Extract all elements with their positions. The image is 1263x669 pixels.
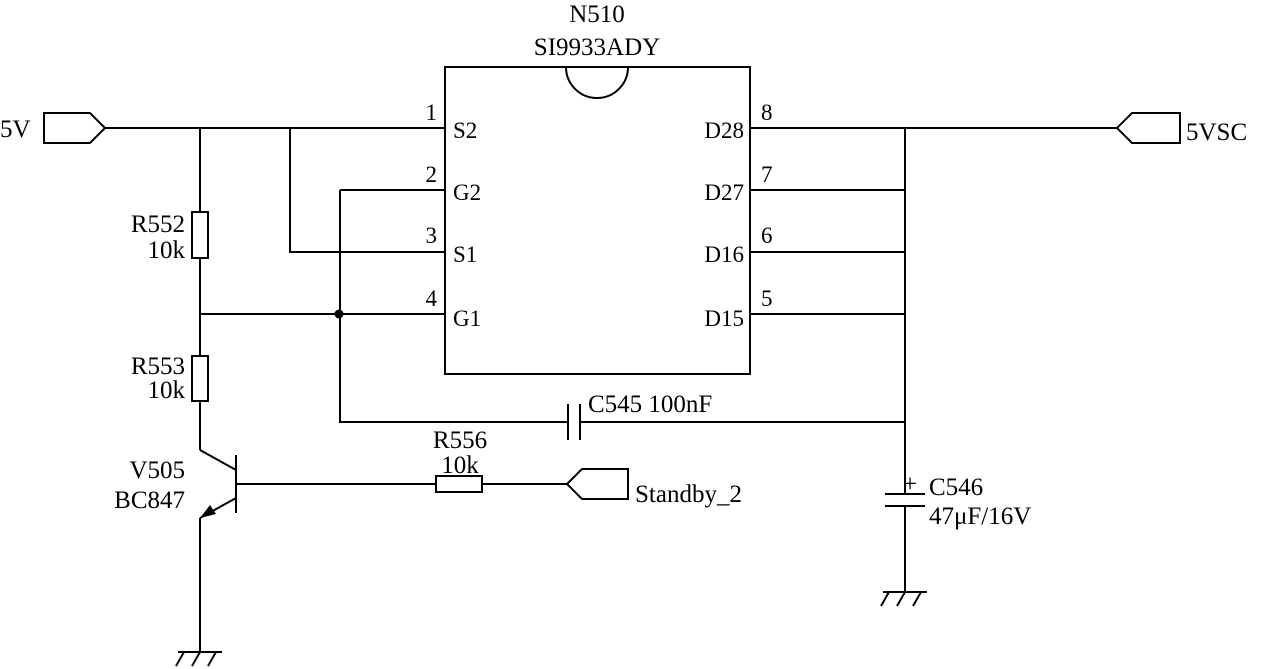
- c546-value: 47μF/16V: [929, 503, 1031, 530]
- v505-ref: V505: [129, 457, 185, 484]
- port-5vsc-label: 5VSC: [1186, 119, 1247, 146]
- ic-part: SI9933ADY: [534, 34, 660, 61]
- transistor-v505: V505 BC847: [114, 449, 237, 519]
- pin-1-name: S2: [453, 118, 477, 143]
- pin-5-number: 5: [761, 286, 773, 311]
- pin-3-number: 3: [426, 223, 438, 248]
- pin-2-number: 2: [426, 162, 438, 187]
- pin-2-name: G2: [453, 180, 481, 205]
- ground-symbol-right: [880, 591, 927, 607]
- transistor-collector: [199, 449, 237, 471]
- port-5vsc: 5VSC: [1115, 112, 1247, 146]
- pin-4-name: G1: [453, 306, 481, 331]
- resistor-r556: R556 10k: [433, 427, 487, 493]
- r552-value: 10k: [148, 237, 186, 264]
- port-5v: 5V: [0, 112, 107, 144]
- ic-notch: [565, 66, 629, 99]
- pin-3-name: S1: [453, 242, 477, 267]
- r553-value: 10k: [148, 377, 186, 404]
- pin-4-number: 4: [426, 286, 438, 311]
- pin-8-name: D28: [704, 118, 744, 143]
- ground-symbol-left: [175, 651, 222, 667]
- emitter-arrow-icon: [200, 505, 216, 518]
- pin-5-name: D15: [704, 306, 744, 331]
- pin-6-number: 6: [761, 223, 773, 248]
- ic-body: [444, 66, 751, 375]
- capacitor-c545: C545 100nF: [567, 391, 712, 440]
- r552-ref: R552: [131, 211, 185, 238]
- wires: [105, 127, 1117, 652]
- ic-n510: N510 SI9933ADY 1 S2 2 G2 3 S1 4 G1 8 D28…: [340, 1, 773, 375]
- pin-1-number: 1: [426, 100, 438, 125]
- port-standby-label: Standby_2: [635, 481, 742, 508]
- capacitor-c546: + C546 47μF/16V: [885, 471, 1031, 530]
- resistor-r552: R552 10k: [131, 211, 209, 264]
- v505-part: BC847: [114, 487, 185, 514]
- pin-7-name: D27: [704, 180, 744, 205]
- ic-ref: N510: [569, 1, 625, 28]
- port-standby: Standby_2: [565, 468, 742, 508]
- r553-ref: R553: [131, 353, 185, 380]
- pin-7-number: 7: [761, 162, 773, 187]
- pin-6-name: D16: [704, 242, 744, 267]
- r556-value: 10k: [441, 452, 479, 479]
- c546-plus: +: [903, 471, 917, 498]
- c546-ref: C546: [929, 474, 983, 501]
- port-5v-label: 5V: [0, 116, 31, 143]
- resistor-r553: R553 10k: [131, 353, 209, 404]
- r556-ref: R556: [433, 427, 487, 454]
- junction-dot: [334, 309, 344, 319]
- c545-label: C545 100nF: [588, 391, 712, 418]
- pin-8-number: 8: [761, 100, 773, 125]
